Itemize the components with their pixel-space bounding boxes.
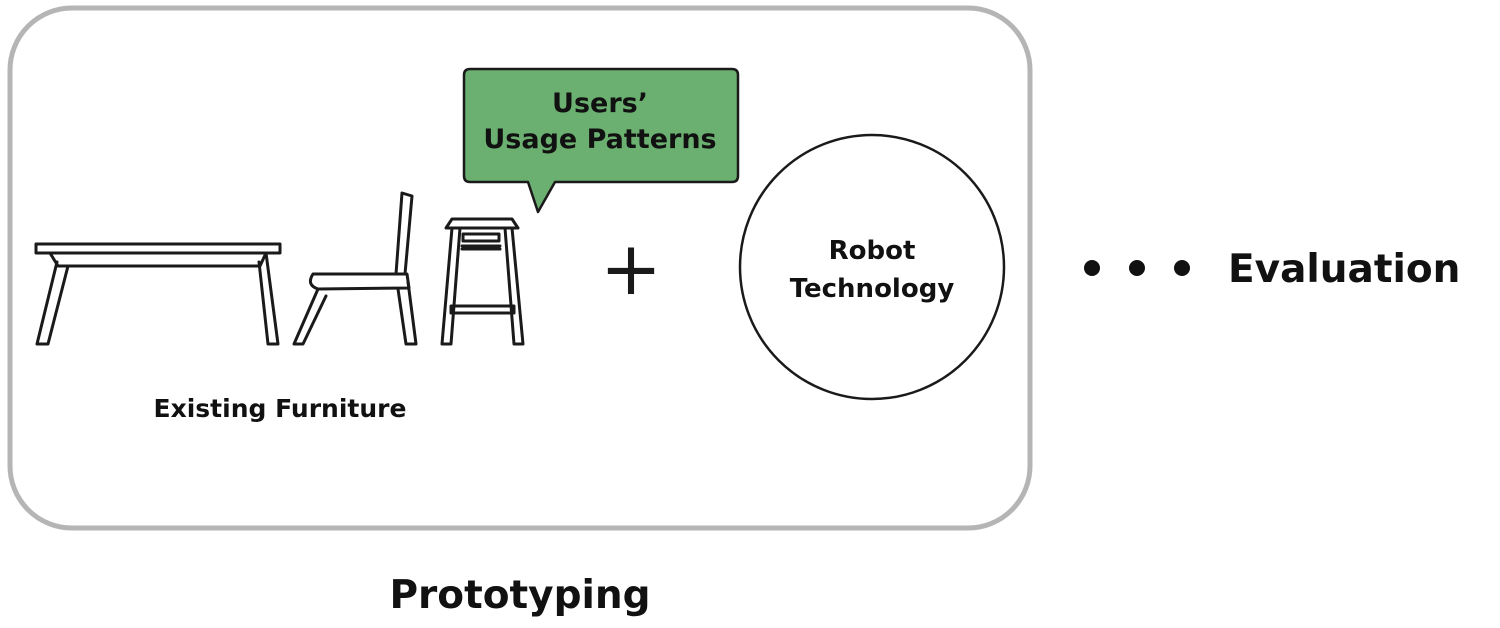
robot-technology-line-1: Robot [828,236,916,266]
usage-patterns-bubble [462,67,740,214]
plus-sign: + [600,226,662,312]
chair-icon [292,191,418,346]
usage-patterns-line-1: Users’ [552,88,648,119]
robot-technology-label: Robot Technology [742,232,1002,308]
stool-icon [440,217,525,346]
robot-technology-line-2: Technology [789,274,955,304]
existing-furniture-label: Existing Furniture [153,394,407,423]
prototyping-frame [7,5,1033,531]
table-icon [34,242,282,346]
evaluation-label: Evaluation [1228,247,1461,292]
robot-technology-circle [738,133,1006,401]
three-dots-icon [1084,260,1190,276]
prototyping-label: Prototyping [389,573,651,618]
usage-patterns-line-2: Usage Patterns [483,124,717,155]
usage-patterns-label: Users’ Usage Patterns [466,86,734,158]
